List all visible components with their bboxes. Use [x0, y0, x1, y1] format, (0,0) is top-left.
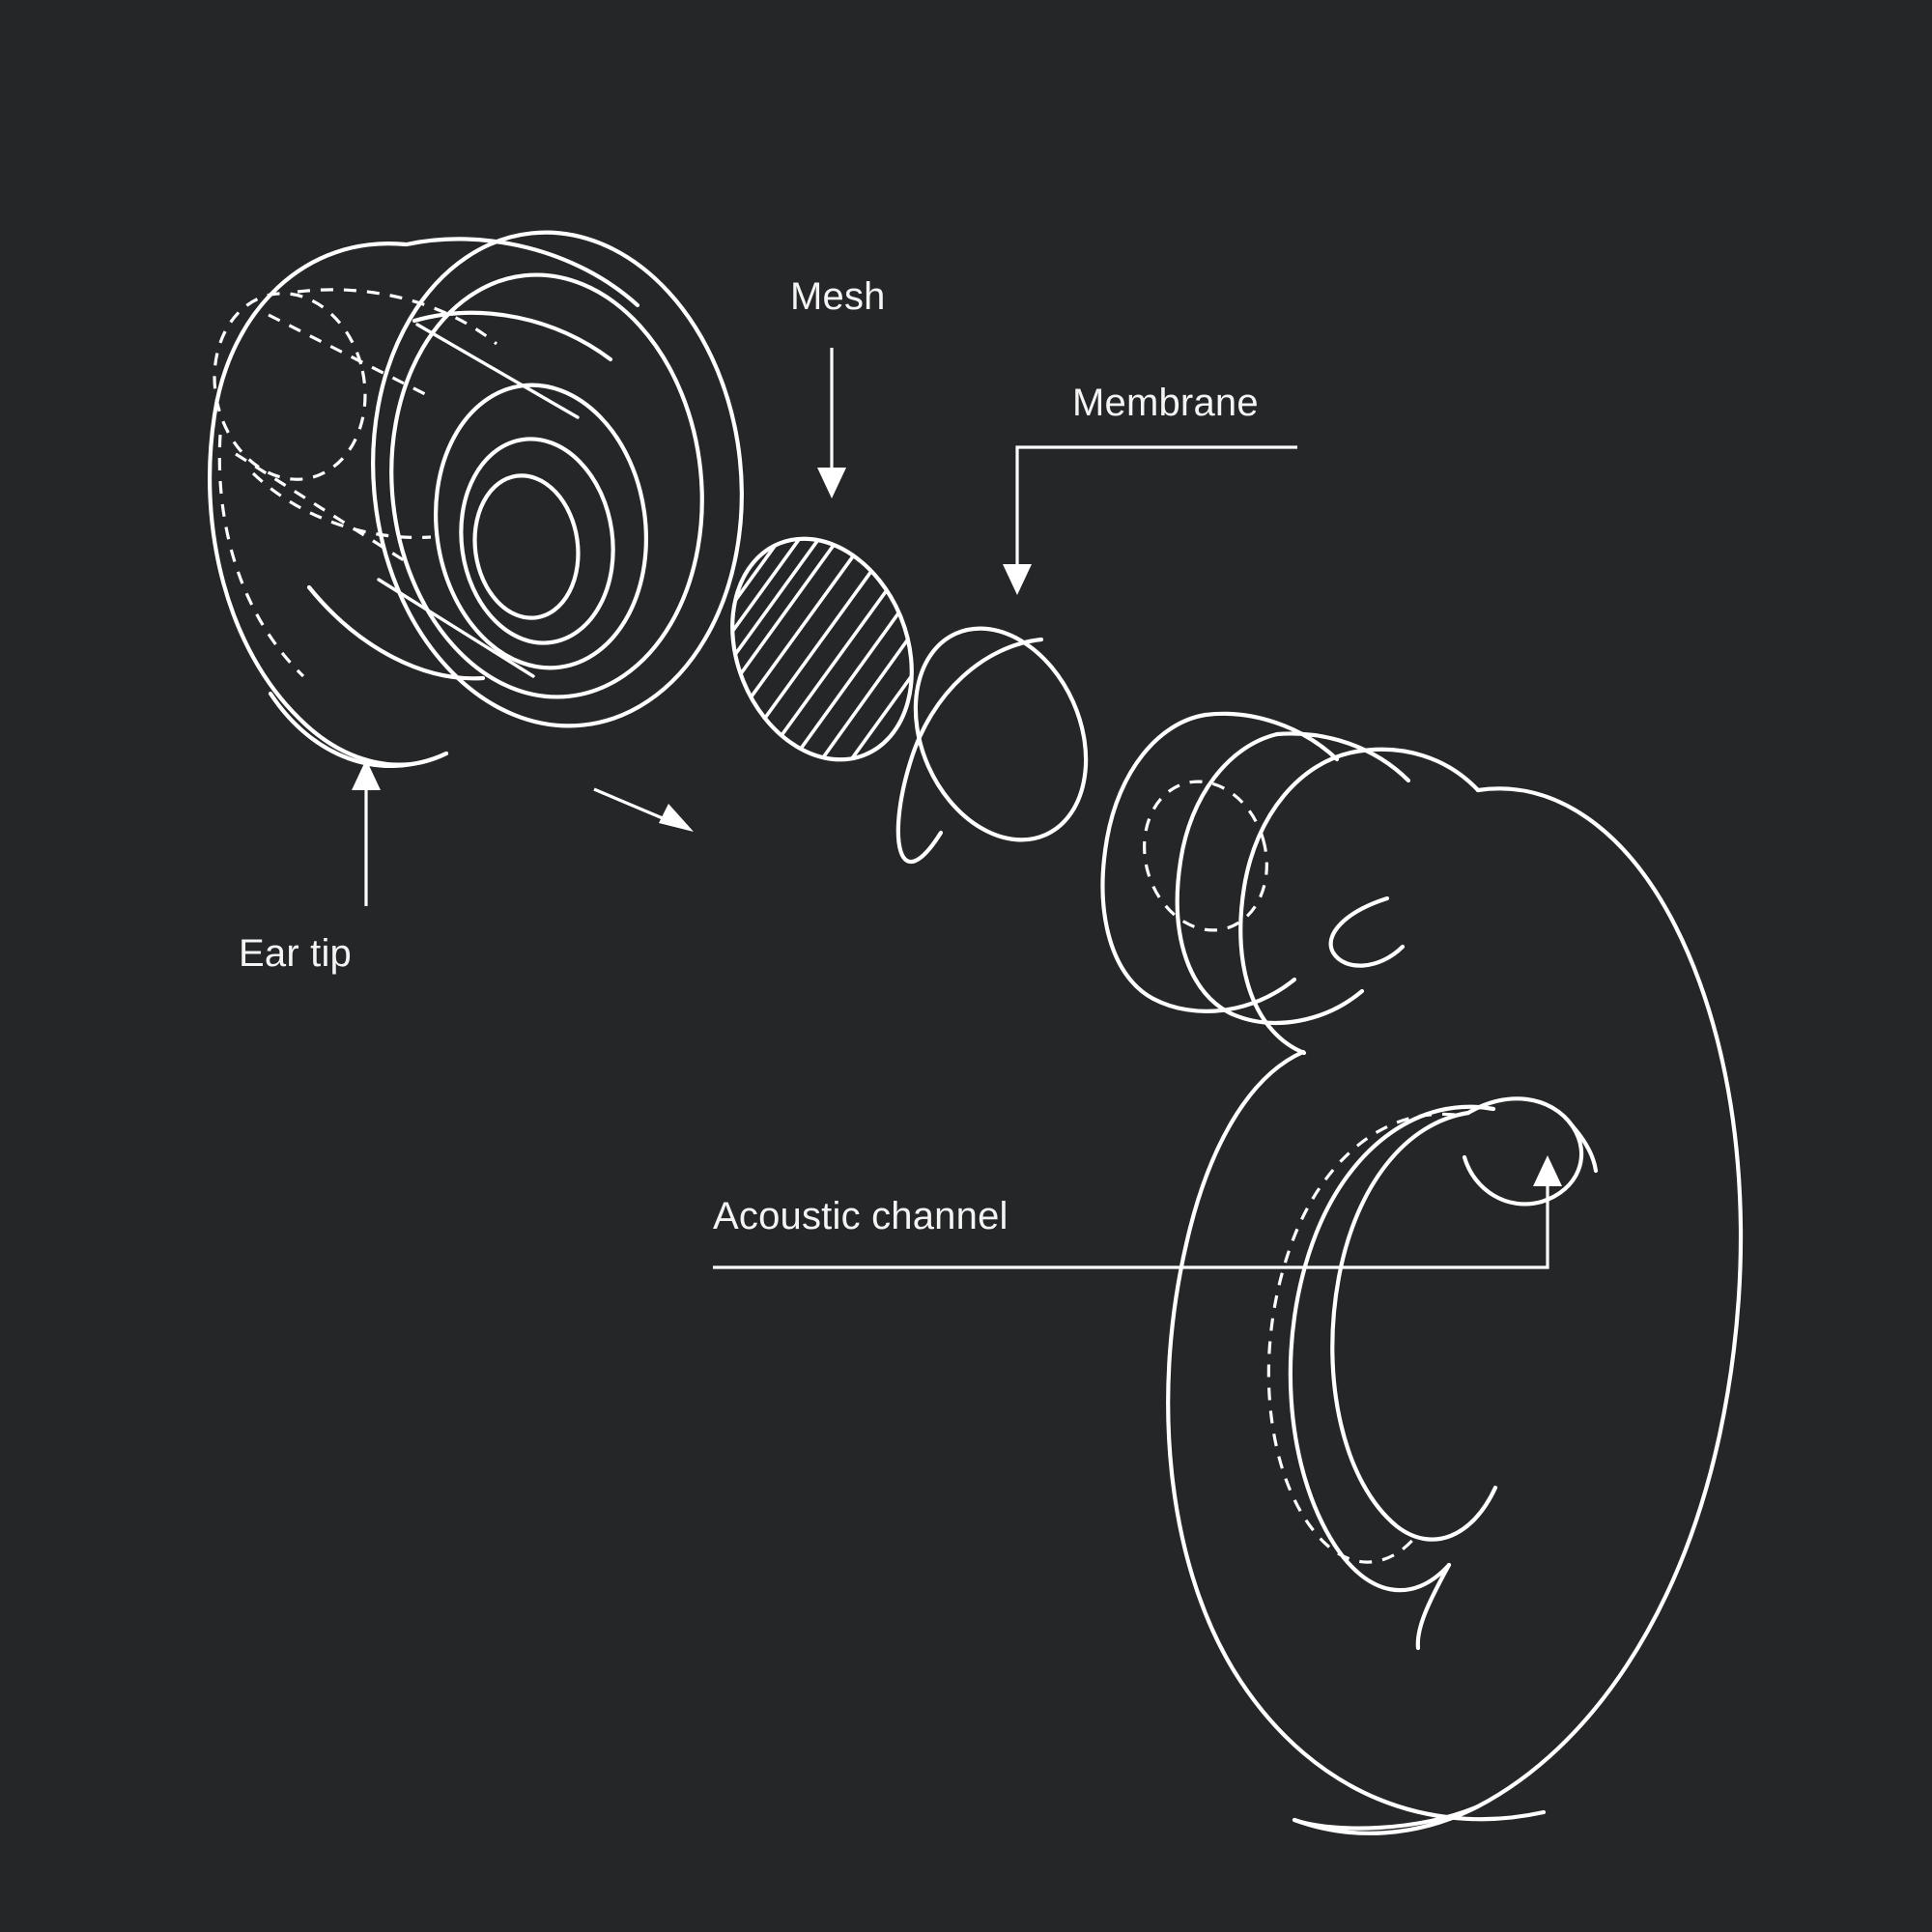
- nozzle-hidden-bore: [1143, 780, 1268, 932]
- nozzle-ring-1-top: [1203, 711, 1340, 762]
- ear-tip-flange-sweep-lower: [306, 584, 486, 681]
- nozzle-ring-3-top: [1353, 747, 1481, 793]
- ear-tip-hidden-cone-lower: [251, 471, 432, 540]
- nozzle-ring-2-top: [1274, 731, 1411, 783]
- mesh-arrow-head-icon: [817, 468, 846, 498]
- body-upper-left-contour: [1166, 1049, 1547, 1822]
- nozzle-ring-2-face: [1175, 731, 1280, 1017]
- part-body: [1166, 786, 1744, 1835]
- membrane-arrow-head-icon: [1003, 564, 1032, 595]
- acoustic-channel-fold-leaf: [1462, 1096, 1584, 1207]
- callout-ear-tip: Ear tip: [239, 759, 381, 975]
- acoustic-channel-hidden-wall: [1266, 1112, 1456, 1564]
- mesh-label: Mesh: [790, 275, 886, 318]
- ear-tip-hidden-wall-upper: [268, 313, 434, 400]
- nozzle-ring-3-face: [1238, 749, 1359, 1056]
- part-membrane: [895, 626, 1089, 865]
- ear-tip-hidden-outer-arc: [217, 434, 305, 678]
- ear-tip-label: Ear tip: [239, 932, 352, 975]
- acoustic-channel-fold-tip: [1570, 1123, 1599, 1174]
- ear-tip-outer-rim: [371, 230, 744, 728]
- acoustic-channel-inner-loop: [1330, 1110, 1498, 1542]
- ear-tip-hidden-cone-upper: [297, 288, 498, 346]
- acoustic-channel-outer-loop: [1288, 1104, 1496, 1593]
- body-outer-silhouette-bottom: [1292, 1804, 1481, 1831]
- assembly-arrow-head-icon: [659, 804, 694, 832]
- ear-tip-nozzle-seat-inner: [459, 437, 615, 645]
- acoustic-channel-arrow-head-icon: [1533, 1155, 1562, 1186]
- ear-tip-flange-top-edge: [404, 237, 640, 308]
- callout-membrane: Membrane: [1003, 382, 1297, 595]
- ear-tip-nozzle-seat-outer: [434, 383, 648, 670]
- body-outer-silhouette: [1292, 786, 1744, 1835]
- membrane-leader-line: [1015, 445, 1297, 578]
- assembly-direction-arrow: [593, 787, 694, 832]
- ear-tip-inner-rim: [389, 272, 704, 699]
- ear-tip-arrow-head-icon: [352, 759, 381, 790]
- membrane-disc-front-face: [913, 626, 1089, 842]
- callout-acoustic-channel: Acoustic channel: [713, 1155, 1562, 1269]
- ear-tip-hidden-wall-lower: [235, 452, 405, 562]
- ear-tip-cut-line-lower: [377, 578, 535, 678]
- part-nozzle: [1100, 711, 1481, 1056]
- nozzle-ring-1-face: [1100, 712, 1208, 1002]
- nozzle-ring-1-bottom: [1151, 977, 1297, 1013]
- ear-tip-bore-opening: [472, 473, 581, 620]
- membrane-disc-thickness-edge: [895, 637, 1044, 865]
- acoustic-channel-label: Acoustic channel: [713, 1195, 1009, 1237]
- ear-tip-flange-sweep-upper: [412, 310, 613, 362]
- acoustic-channel-outer-loop-tail: [1415, 1562, 1452, 1651]
- ear-tip-cut-line-upper: [415, 323, 580, 419]
- ear-tip-outer-silhouette-lower: [268, 691, 449, 768]
- membrane-label: Membrane: [1072, 382, 1259, 424]
- ear-tip-hidden-bore-ellipse: [213, 292, 367, 481]
- nozzle-ring-2-bottom: [1230, 988, 1365, 1025]
- body-seam-cusp: [1328, 895, 1406, 968]
- part-ear-tip: [208, 230, 744, 768]
- mesh-disc-outline: [730, 536, 914, 762]
- callout-mesh: Mesh: [790, 275, 886, 498]
- acoustic-channel-leader-line: [713, 1173, 1549, 1269]
- ear-tip-outer-silhouette: [208, 242, 449, 767]
